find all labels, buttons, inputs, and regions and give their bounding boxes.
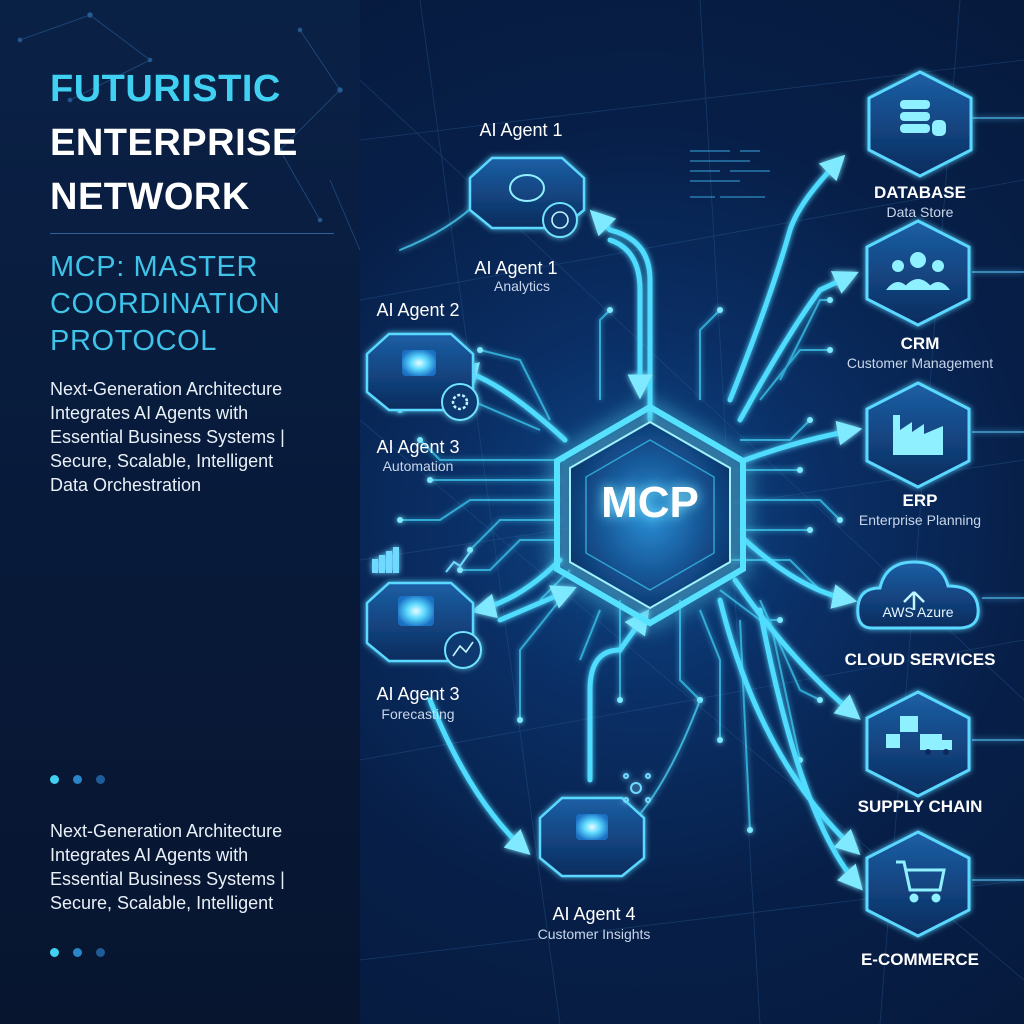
- agent-label: AI Agent 3: [376, 437, 460, 457]
- users-icon: [886, 252, 950, 290]
- subtitle-line-3: PROTOCOL: [50, 325, 218, 357]
- system-hexagon-cloud[interactable]: [856, 560, 980, 630]
- system-sub-erp: Enterprise Planning: [858, 512, 982, 528]
- gear-icon: [441, 383, 479, 421]
- description-line: Essential Business Systems |: [50, 427, 285, 447]
- database-icon: [900, 100, 946, 136]
- description-line: Next-Generation Architecture: [50, 821, 283, 841]
- title-divider: [50, 233, 334, 234]
- system-label-erp: ERP: [902, 491, 938, 510]
- system-label-ecommerce: E-COMMERCE: [860, 950, 980, 969]
- description-line: Integrates AI Agents with: [50, 403, 249, 423]
- agent-tile-4[interactable]: [538, 796, 646, 878]
- agent-label: AI Agent 3: [376, 684, 460, 704]
- cloud-provider-label: AWS Azure: [882, 604, 954, 620]
- description-line: Secure, Scalable, Intelligent: [50, 451, 274, 471]
- description-line: Next-Generation Architecture: [50, 379, 283, 399]
- subtitle-line-1: MCP: MASTER: [50, 251, 258, 283]
- system-connectors: [972, 117, 1024, 881]
- system-hexagon-database[interactable]: [867, 70, 973, 178]
- description-line: Data Orchestration: [50, 475, 202, 495]
- title-line-3: NETWORK: [50, 176, 250, 218]
- system-hexagon-erp[interactable]: [865, 381, 971, 489]
- chip-icon: [402, 350, 436, 376]
- description-top: Next-Generation Architecture Integrates …: [50, 377, 285, 497]
- agent-label: AI Agent 2: [376, 300, 460, 320]
- system-hexagon-ecommerce[interactable]: [865, 830, 971, 938]
- agent-label: AI Agent 1: [479, 120, 563, 140]
- brain-badge-icon: [542, 202, 578, 238]
- agent-tile-3[interactable]: [365, 581, 482, 669]
- agent-label: AI Agent 4: [552, 904, 636, 924]
- system-hexagon-supply-chain[interactable]: [865, 690, 971, 798]
- system-label-database: DATABASE: [874, 183, 966, 202]
- cart-icon: [896, 860, 946, 903]
- pager-dot-active: [50, 948, 59, 957]
- mcp-hub[interactable]: [554, 403, 746, 627]
- system-sub-database: Data Store: [886, 204, 954, 220]
- description-bottom: Next-Generation Architecture Integrates …: [50, 819, 285, 915]
- circuit-traces: [399, 299, 841, 831]
- decorative-icons: [372, 547, 651, 803]
- agent-role: Customer Insights: [537, 926, 651, 942]
- pager-dot: [73, 775, 82, 784]
- network-icon: [623, 773, 651, 803]
- truck-icon: [886, 716, 952, 755]
- system-hexagon-crm[interactable]: [865, 219, 971, 327]
- trend-icon: [445, 551, 471, 573]
- system-label-crm: CRM: [900, 334, 940, 353]
- left-text-panel: [0, 0, 360, 1024]
- title-line-2: ENTERPRISE: [50, 122, 298, 164]
- pager-dot: [96, 948, 105, 957]
- constellation: [17, 12, 361, 251]
- agent-tile-2[interactable]: [365, 332, 479, 421]
- agent-role: Automation: [382, 458, 454, 474]
- description-line: Secure, Scalable, Intelligent: [50, 893, 274, 913]
- subtitle-line-2: COORDINATION: [50, 288, 281, 320]
- brain-icon: [509, 174, 545, 202]
- processor-icon: [398, 596, 434, 626]
- title-line-1: FUTURISTIC: [50, 68, 281, 110]
- hub-label: MCP: [601, 478, 699, 527]
- factory-icon: [893, 415, 943, 455]
- pager-dot-active: [50, 775, 59, 784]
- system-sub-crm: Customer Management: [846, 355, 994, 371]
- pager-dot: [73, 948, 82, 957]
- bar-chart-icon: [372, 547, 399, 573]
- system-label-supply-chain: SUPPLY CHAIN: [857, 797, 983, 816]
- agent-tile-1[interactable]: [468, 156, 586, 238]
- chip-icon: [576, 814, 608, 840]
- data-streams: [690, 150, 770, 198]
- system-label-cloud: CLOUD SERVICES: [844, 650, 996, 669]
- agent-role: Forecasting: [381, 706, 455, 722]
- pager-dot: [96, 775, 105, 784]
- description-line: Integrates AI Agents with: [50, 845, 249, 865]
- description-line: Essential Business Systems |: [50, 869, 285, 889]
- agent-role: Analytics: [493, 278, 551, 294]
- agent-label: AI Agent 1: [474, 258, 558, 278]
